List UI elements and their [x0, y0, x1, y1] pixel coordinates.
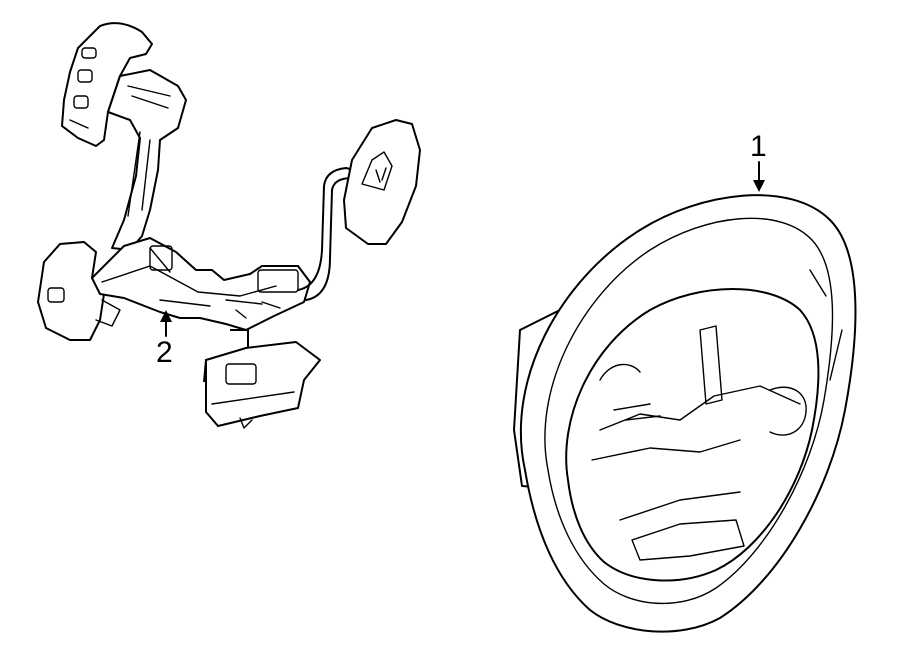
callout-2: 2 [156, 310, 173, 369]
upper-left-switch-pod [61, 22, 153, 147]
harness-center-frame [91, 237, 311, 331]
right-switch-pod [343, 119, 421, 245]
callout-1-arrowhead [753, 180, 765, 192]
switch-harness-part [37, 22, 421, 429]
callout-1: 1 [750, 130, 767, 192]
steering-wheel-part [513, 194, 857, 633]
callout-1-label: 1 [750, 130, 767, 163]
callout-2-label: 2 [156, 336, 173, 369]
wheel-inner-opening [565, 288, 820, 582]
left-switch-pod [37, 241, 121, 341]
callout-2-arrowhead [160, 310, 172, 322]
lower-switch-pod [203, 329, 321, 429]
harness-arm-upper [107, 69, 187, 251]
